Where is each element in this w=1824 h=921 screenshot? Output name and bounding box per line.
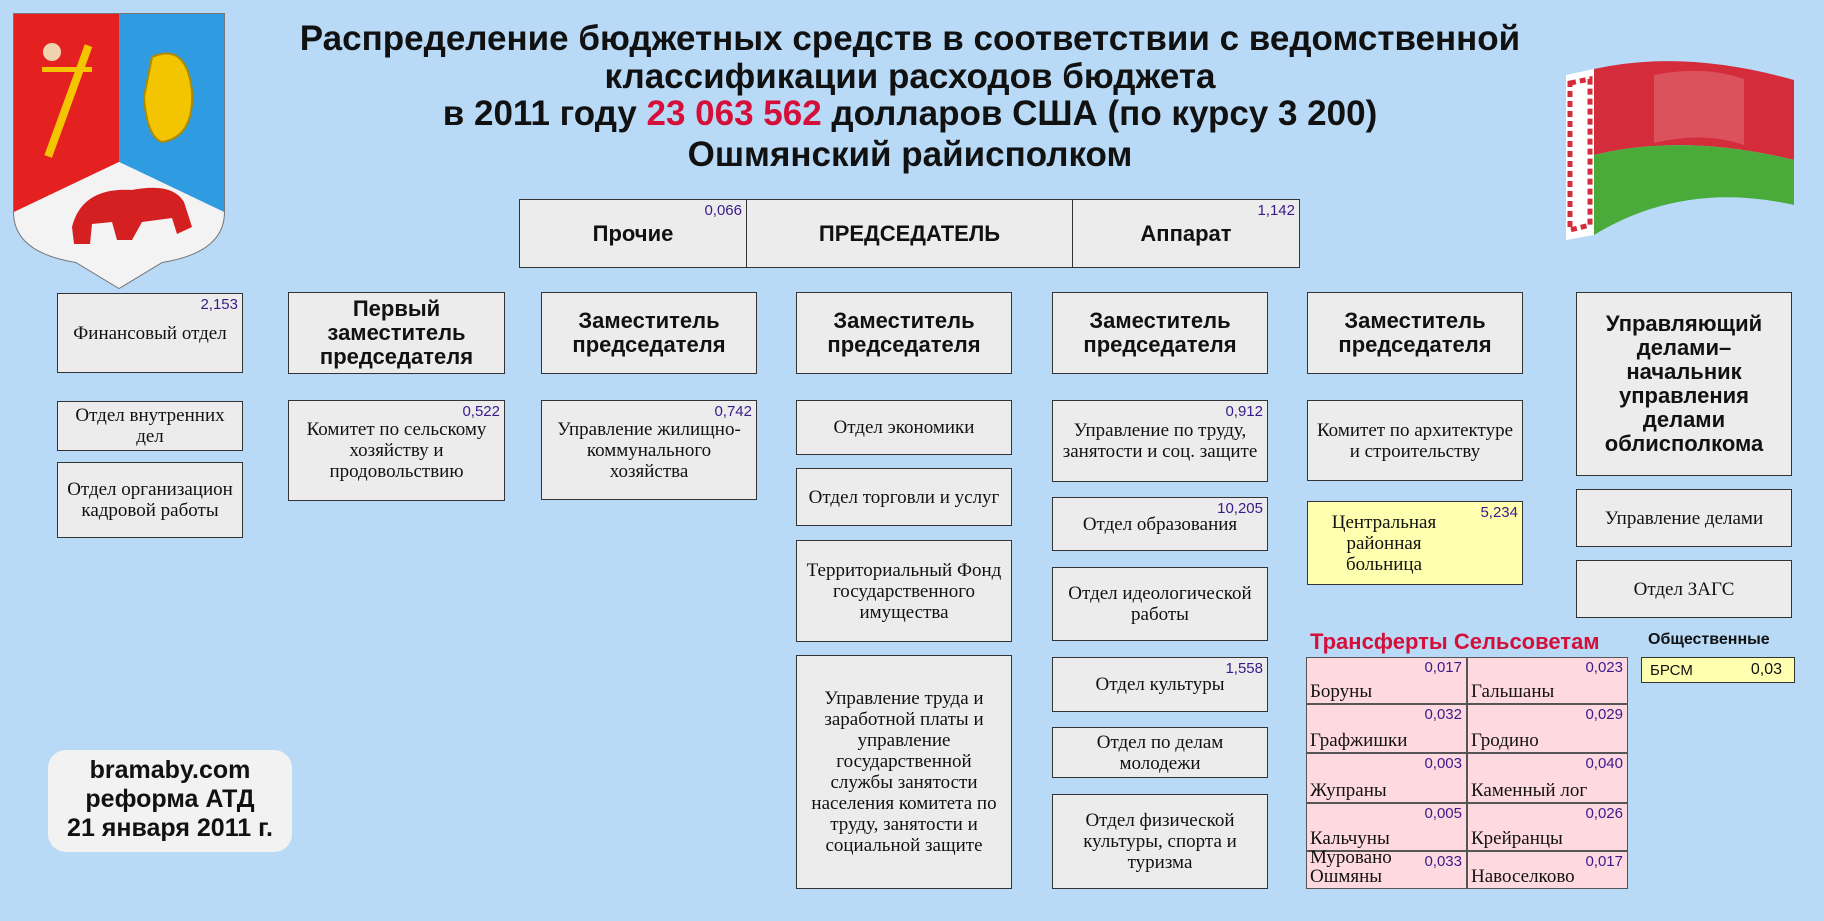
source-date: 21 января 2011 г. — [67, 814, 273, 842]
source-site: bramaby.com — [89, 756, 251, 784]
administration-department: Управление делами — [1576, 489, 1792, 547]
architecture-construction-committee: Комитет по архитектуре и строительству — [1307, 400, 1523, 481]
deputy-chairman-box-3: Заместитель председателя — [1052, 292, 1268, 374]
housing-utilities-department: Управление жилищно-коммунального хозяйст… — [541, 400, 757, 500]
source-badge: bramaby.com реформа АТД 21 января 2011 г… — [48, 750, 292, 852]
chief-of-staff-box: Управляющий делами– начальник управления… — [1576, 292, 1792, 476]
state-property-fund: Территориальный Фонд государственного им… — [796, 540, 1012, 642]
source-topic: реформа АТД — [85, 785, 255, 813]
title-line2: классификации расходов бюджета — [604, 57, 1216, 96]
economy-department: Отдел экономики — [796, 400, 1012, 455]
internal-affairs-department: Отдел внутренних дел — [57, 401, 243, 451]
labor-employment-department: Управление труда и заработной платы и уп… — [796, 655, 1012, 889]
ideology-department: Отдел идеологической работы — [1052, 567, 1268, 641]
belarus-flag-icon — [1566, 61, 1794, 240]
brsm-box: БРСМ 0,03 — [1641, 657, 1795, 683]
deputy-chairman-box-4: Заместитель председателя — [1307, 292, 1523, 374]
sports-tourism-department: Отдел физической культуры, спорта и тури… — [1052, 794, 1268, 889]
registry-office: Отдел ЗАГС — [1576, 560, 1792, 618]
agriculture-committee: Комитет по сельскому хозяйству и продово… — [288, 400, 505, 501]
deputy-chairman-box-2: Заместитель председателя — [796, 292, 1012, 374]
personnel-department: Отдел организацион кадровой работы — [57, 462, 243, 538]
public-organizations-title: Общественные — [1648, 631, 1770, 648]
chairman-box: ПРЕДСЕДАТЕЛЬ — [746, 199, 1073, 268]
transfers-title: Трансферты Сельсоветам — [1310, 629, 1600, 654]
budget-amount: 23 063 562 — [646, 94, 822, 133]
organization-title: Ошмянский райисполком — [687, 135, 1133, 174]
title-line1: Распределение бюджетных средств в соотве… — [299, 19, 1521, 58]
labor-social-protection-department: Управление по труду, занятости и соц. за… — [1052, 400, 1268, 482]
title-line3: в 2011 году 23 063 562 долларов США (по … — [442, 94, 1378, 133]
deputy-chairman-box-1: Заместитель председателя — [541, 292, 757, 374]
first-deputy-chairman-box: Первый заместитель председателя — [288, 292, 505, 374]
coat-of-arms-icon — [13, 13, 225, 290]
youth-affairs-department: Отдел по делам молодежи — [1052, 727, 1268, 778]
trade-services-department: Отдел торговли и услуг — [796, 468, 1012, 526]
